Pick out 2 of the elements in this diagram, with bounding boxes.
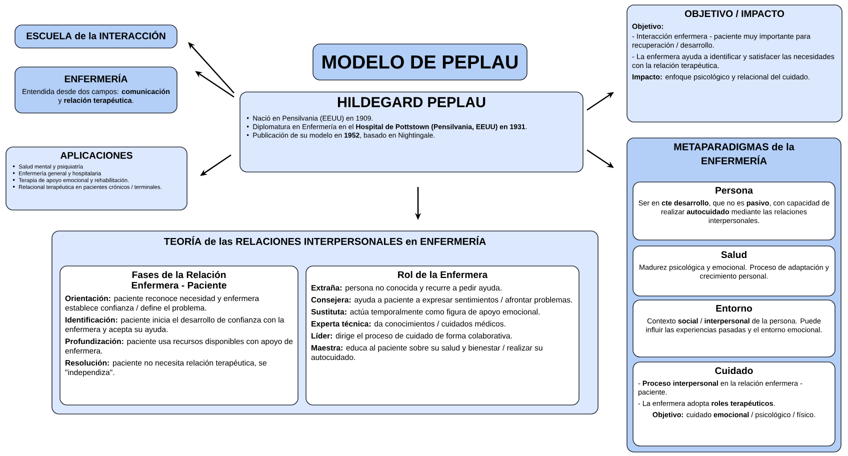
heading-box: ESCUELA de la INTERACCIÓN	[14, 24, 178, 48]
title-box: MODELO DE PEPLAU	[312, 44, 528, 80]
